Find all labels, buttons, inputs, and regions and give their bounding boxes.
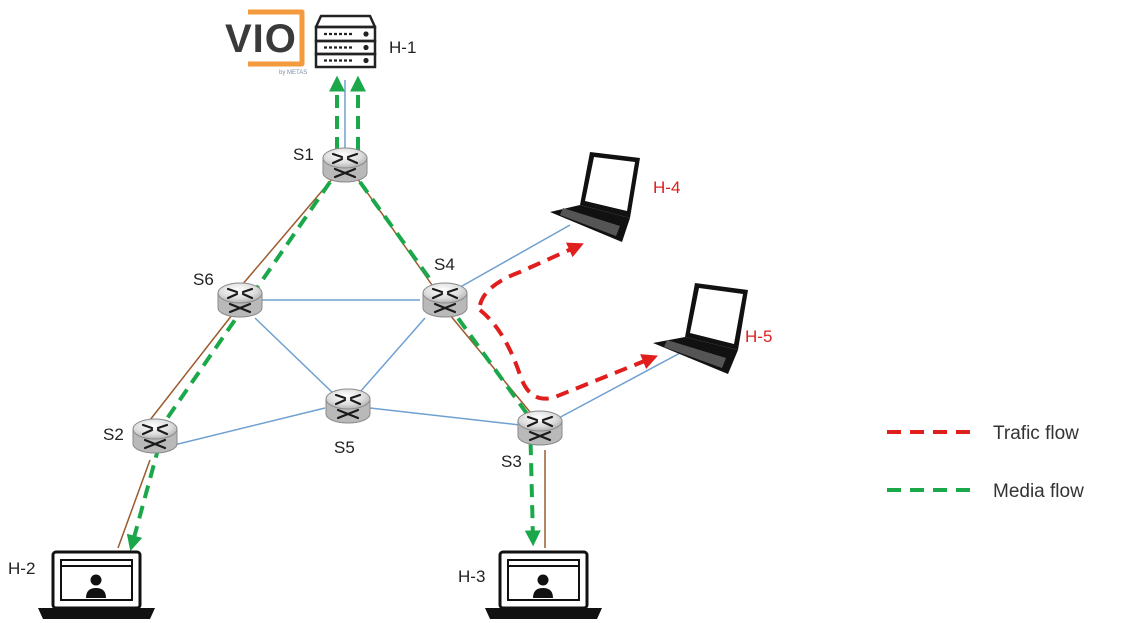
host-label-h2: H-2 (8, 559, 35, 578)
server-icon (314, 14, 377, 69)
link-s1-s4 (356, 177, 433, 286)
laptop-icon-h4 (550, 152, 640, 242)
host-label-h3: H-3 (458, 567, 485, 586)
link-s4-s3 (449, 314, 531, 413)
switch-label-s1: S1 (293, 145, 314, 164)
media-flow-paths (126, 75, 541, 552)
laptop-icon-h5 (653, 283, 748, 374)
vio-logo-bracket-icon (248, 9, 305, 67)
media-flow-s1-s2-h2 (126, 180, 332, 552)
host-label-h5: H-5 (745, 327, 772, 346)
switch-icon-s3 (517, 410, 563, 446)
traffic-flow-paths (478, 242, 658, 401)
host-label-h1: H-1 (389, 38, 416, 57)
switch-label-s6: S6 (193, 270, 214, 289)
link-s6-s5 (254, 317, 336, 396)
link-s4-h4 (454, 224, 571, 291)
legend-media-label: Media flow (993, 481, 1084, 502)
media-flow-s1-s3-h3 (358, 180, 541, 547)
links (117, 80, 696, 549)
link-s3-h5 (554, 344, 696, 421)
traffic-flow-s4-s3-h5 (478, 308, 658, 401)
switch-layer (132, 147, 563, 454)
laptop-user-icon-h2 (38, 550, 155, 619)
vio-logo-subtext: by METAS (279, 70, 307, 76)
traffic-flow-s4-h4 (478, 242, 584, 306)
link-s6-s2 (149, 314, 233, 421)
switch-label-s2: S2 (103, 425, 124, 444)
switch-icon-s6 (217, 282, 263, 318)
switch-label-s5: S5 (334, 438, 355, 457)
host-label-h4: H-4 (653, 178, 680, 197)
switch-label-s4: S4 (434, 255, 455, 274)
legend-traffic-label: Trafic flow (993, 423, 1079, 444)
switch-label-s3: S3 (501, 452, 522, 471)
legend: Trafic flow Media flow (887, 423, 1084, 502)
switch-icon-s2 (132, 418, 178, 454)
vio-logo-text: VIO (225, 17, 297, 61)
link-s2-s5 (169, 407, 326, 447)
laptop-user-icon-h3 (485, 550, 602, 619)
switch-icon-s1 (322, 147, 368, 183)
link-s5-s3 (369, 407, 521, 426)
switch-icon-s5 (325, 388, 371, 424)
link-s1-s6 (241, 177, 334, 286)
switch-icon-s4 (422, 282, 468, 318)
link-s2-h2 (117, 459, 151, 549)
vio-logo: VIO by METAS (225, 9, 307, 76)
link-s4-s5 (359, 317, 426, 393)
